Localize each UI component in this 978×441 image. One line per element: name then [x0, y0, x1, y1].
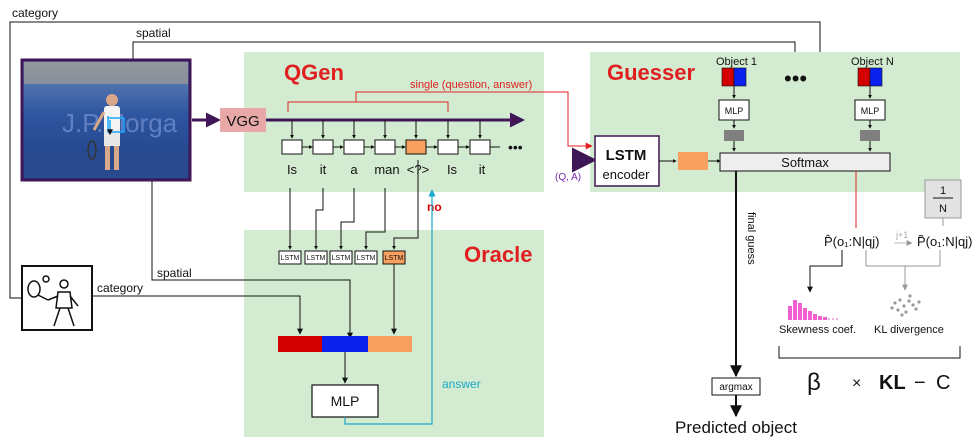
qgen-tokens: Is it a man <?> Is it — [287, 162, 486, 177]
formula-times: × — [852, 375, 861, 392]
oracle-title: Oracle — [464, 242, 533, 267]
single-qa-label: single (question, answer) — [410, 79, 532, 91]
oracle-lstm-cell: LSTM — [332, 255, 351, 262]
answer-loop — [344, 189, 436, 425]
token: a — [350, 162, 358, 177]
lstm-encoder-subtitle: encoder — [603, 167, 651, 182]
oracle-mlp-label: MLP — [331, 393, 360, 409]
final-guess-label: final guess — [745, 212, 757, 265]
object-n-projection — [860, 130, 880, 141]
qa-pair-label: (Q, A) — [555, 172, 581, 183]
dialogue-state — [678, 152, 708, 170]
token: Is — [447, 162, 458, 177]
spatial-bottom-label: spatial — [157, 266, 192, 280]
no-label: no — [427, 200, 442, 214]
softmax-label: Softmax — [781, 155, 829, 170]
guesser-mlp-n-label: MLP — [861, 106, 880, 116]
uniform-box — [924, 179, 962, 219]
oracle-feature-vector — [278, 336, 412, 352]
category-bottom-line — [92, 295, 303, 335]
kl-branch-lines — [807, 250, 941, 293]
lstm-encoder-title: LSTM — [606, 147, 647, 164]
predicted-object-label: Predicted object — [675, 418, 797, 437]
j-plus-one: j+1 — [895, 230, 908, 240]
object-1-label: Object 1 — [716, 56, 757, 68]
formula-bracket — [778, 346, 961, 359]
scene-photo: J.P.Morga — [20, 58, 192, 182]
object-1-embedding — [721, 67, 747, 87]
token: man — [374, 162, 399, 177]
oracle-lstm-cell: LSTM — [385, 255, 404, 262]
objects-ellipsis: ••• — [784, 66, 807, 91]
spatial-bottom-line — [151, 180, 353, 339]
kl-divergence-label: KL divergence — [874, 324, 944, 336]
token: Is — [287, 162, 298, 177]
category-bottom-label: category — [97, 281, 143, 295]
single-qa-bracket — [287, 91, 593, 150]
qgen-ellipsis: ••• — [508, 139, 523, 155]
argmax-label: argmax — [719, 382, 752, 393]
category-top-label: category — [12, 6, 58, 20]
formula-c: C — [936, 372, 950, 394]
uniform-numerator: 1 — [940, 185, 946, 197]
feature-drops — [290, 120, 482, 139]
object-n-embedding — [857, 67, 883, 87]
spatial-top-label: spatial — [136, 26, 171, 40]
formula-beta: β — [807, 369, 821, 396]
skewness-histogram — [788, 300, 840, 320]
answer-label: answer — [442, 377, 481, 391]
uniform-denominator: N — [939, 203, 947, 215]
qgen-title: QGen — [284, 60, 344, 85]
oracle-lstm-cell: LSTM — [307, 255, 326, 262]
softmax-box — [719, 152, 891, 172]
spatial-top-line — [132, 41, 796, 60]
qgen-lstm-cells — [281, 139, 491, 155]
tennis-player-icon — [21, 265, 93, 331]
qgen-to-oracle-lines — [288, 160, 419, 250]
formula-minus: − — [914, 372, 926, 394]
guesser-mlp-1-label: MLP — [725, 106, 744, 116]
oracle-lstm-cell: LSTM — [281, 255, 300, 262]
object-n-label: Object N — [851, 56, 894, 68]
object-1-projection — [724, 130, 744, 141]
oracle-lstm-row: LSTM LSTM LSTM LSTM LSTM — [278, 250, 406, 265]
qgen-panel — [244, 52, 544, 192]
oracle-mlp-box — [311, 384, 379, 418]
vgg-box — [220, 108, 266, 132]
p-tilde: P̃(o₁:N|qj) — [917, 234, 972, 249]
token: it — [320, 162, 327, 177]
guesser-title: Guesser — [607, 60, 695, 85]
skewness-label: Skewness coef. — [779, 324, 856, 336]
p-hat: P̂(o₁:N|qj) — [824, 234, 879, 249]
formula-kl: KL — [879, 372, 906, 394]
category-top-line — [9, 21, 821, 299]
vgg-label: VGG — [226, 113, 259, 130]
oracle-lstm-cell: LSTM — [357, 255, 376, 262]
kl-divergence-scatter — [890, 294, 921, 317]
token: it — [479, 162, 486, 177]
